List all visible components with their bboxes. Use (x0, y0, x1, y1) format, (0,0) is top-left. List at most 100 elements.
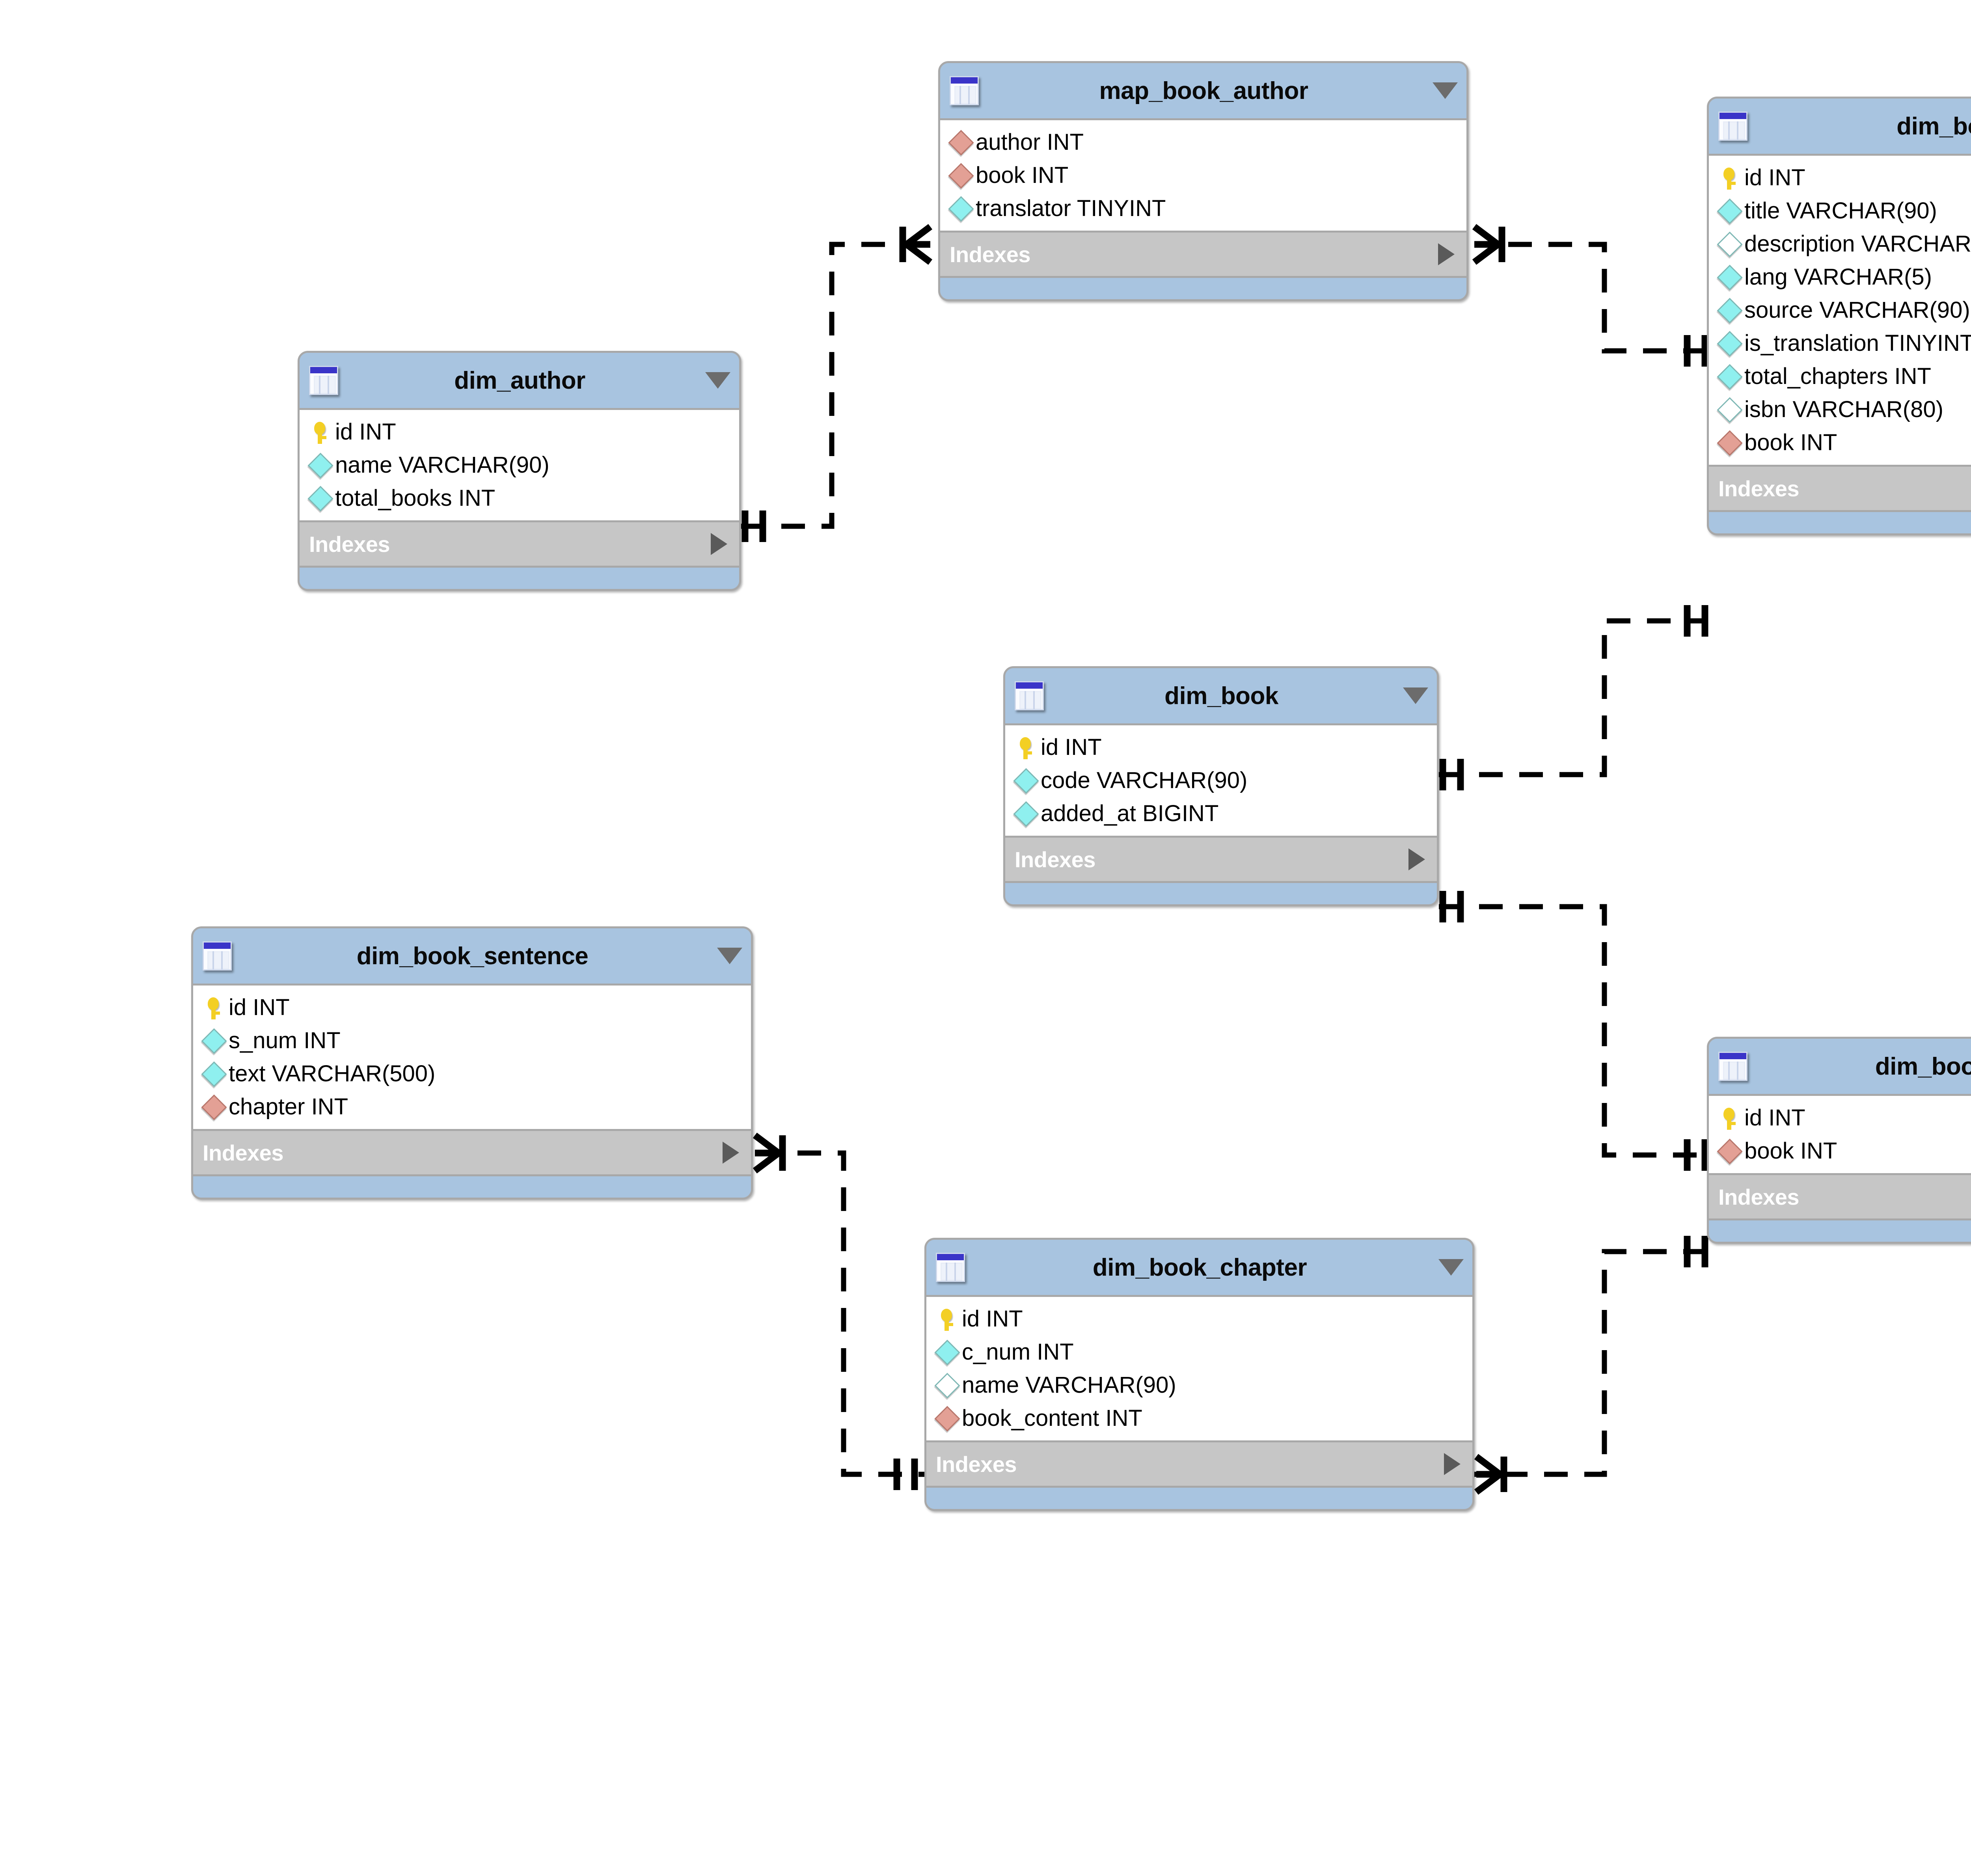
column-row[interactable]: total_books INT (300, 482, 739, 515)
column-label: name VARCHAR(90) (335, 452, 550, 478)
column-row[interactable]: author INT (940, 126, 1466, 159)
column-label: total_books INT (335, 485, 496, 511)
column-row[interactable]: source VARCHAR(90) (1709, 294, 1971, 327)
column-row[interactable]: description VARCHAR(200) (1709, 227, 1971, 261)
column-row[interactable]: book INT (1709, 1135, 1971, 1168)
indexes-label: Indexes (1015, 847, 1096, 872)
column-row[interactable]: code VARCHAR(90) (1005, 764, 1437, 797)
column-row[interactable]: id INT (1709, 1101, 1971, 1135)
table-header[interactable]: dim_author (300, 353, 739, 408)
primary-key-icon (1718, 166, 1741, 190)
column-row[interactable]: id INT (300, 415, 739, 449)
column-row[interactable]: book INT (1709, 426, 1971, 459)
table-dim-book-chapter[interactable]: dim_book_chapter id INT c_num INT name V… (924, 1238, 1474, 1511)
column-diamond-icon (1717, 298, 1743, 324)
table-dim-book[interactable]: dim_book id INT code VARCHAR(90) added_a… (1003, 666, 1439, 906)
table-header[interactable]: dim_book_sentence (193, 928, 751, 984)
column-row[interactable]: added_at BIGINT (1005, 797, 1437, 830)
column-row[interactable]: id INT (1709, 161, 1971, 194)
column-diamond-icon (1717, 331, 1743, 357)
column-diamond-icon (1013, 768, 1039, 794)
table-dim-book-content[interactable]: dim_book_content id INT book INT Indexes (1707, 1037, 1971, 1244)
cardinality-many-map-book-author-left (899, 224, 933, 265)
table-footer (1709, 512, 1971, 533)
table-map-book-author[interactable]: map_book_author author INT book INT tran… (938, 61, 1468, 301)
column-row[interactable]: is_translation TINYINT (1709, 327, 1971, 360)
indexes-label: Indexes (950, 242, 1031, 267)
cardinality-one-dim-author (741, 510, 766, 542)
table-header[interactable]: dim_book_info (1709, 99, 1971, 154)
table-icon (950, 76, 979, 105)
indexes-section[interactable]: Indexes (193, 1131, 751, 1176)
column-diamond-icon (201, 1061, 227, 1087)
column-label: id INT (1744, 1105, 1805, 1131)
column-label: translator TINYINT (976, 196, 1166, 221)
indexes-section[interactable]: Indexes (300, 522, 739, 568)
column-row[interactable]: id INT (1005, 731, 1437, 764)
column-diamond-icon (1717, 198, 1743, 224)
column-row[interactable]: s_num INT (193, 1024, 751, 1057)
table-header[interactable]: dim_book (1005, 668, 1437, 723)
fk-diamond-icon (1717, 430, 1743, 456)
chevron-down-icon[interactable] (1438, 1259, 1464, 1276)
column-label: book_content INT (962, 1405, 1142, 1431)
table-header[interactable]: dim_book_chapter (926, 1240, 1472, 1295)
cardinality-one-dim-book-info-top (1684, 335, 1708, 367)
indexes-section[interactable]: Indexes (1709, 1175, 1971, 1220)
table-dim-book-sentence[interactable]: dim_book_sentence id INT s_num INT text … (191, 926, 753, 1200)
chevron-down-icon[interactable] (705, 372, 730, 389)
indexes-label: Indexes (1718, 1184, 1800, 1209)
table-icon (203, 941, 232, 971)
column-label: isbn VARCHAR(80) (1744, 397, 1943, 422)
column-row[interactable]: id INT (193, 991, 751, 1024)
column-diamond-icon (307, 486, 333, 512)
chevron-right-icon[interactable] (1408, 848, 1425, 870)
column-label: is_translation TINYINT (1744, 330, 1971, 356)
column-row[interactable]: title VARCHAR(90) (1709, 194, 1971, 227)
primary-key-icon (935, 1307, 959, 1331)
connector-dim-book-dim-book-info (1439, 618, 1707, 777)
column-row[interactable]: book_content INT (926, 1402, 1472, 1435)
column-row[interactable]: total_chapters INT (1709, 360, 1971, 393)
column-label: s_num INT (229, 1028, 341, 1053)
column-label: text VARCHAR(500) (229, 1061, 436, 1086)
column-diamond-icon (1013, 801, 1039, 827)
column-row[interactable]: id INT (926, 1302, 1472, 1336)
column-row[interactable]: chapter INT (193, 1090, 751, 1123)
chevron-down-icon[interactable] (717, 948, 742, 964)
connector-dim-book-chapter-dim-book-sentence (753, 1150, 942, 1477)
column-label: chapter INT (229, 1094, 348, 1120)
column-row[interactable]: c_num INT (926, 1336, 1472, 1369)
chevron-right-icon[interactable] (723, 1142, 739, 1164)
column-diamond-icon (934, 1339, 960, 1366)
column-row[interactable]: name VARCHAR(90) (300, 449, 739, 482)
column-row[interactable]: name VARCHAR(90) (926, 1369, 1472, 1402)
table-dim-book-info[interactable]: dim_book_info id INT title VARCHAR(90) d… (1707, 97, 1971, 535)
indexes-section[interactable]: Indexes (940, 233, 1466, 278)
column-diamond-icon (1717, 265, 1743, 291)
indexes-section[interactable]: Indexes (1709, 467, 1971, 512)
indexes-section[interactable]: Indexes (1005, 838, 1437, 883)
column-row[interactable]: isbn VARCHAR(80) (1709, 393, 1971, 426)
table-header[interactable]: map_book_author (940, 63, 1466, 118)
chevron-down-icon[interactable] (1403, 687, 1428, 704)
column-row[interactable]: text VARCHAR(500) (193, 1057, 751, 1090)
table-footer (1005, 883, 1437, 904)
column-label: c_num INT (962, 1339, 1074, 1365)
column-label: source VARCHAR(90) (1744, 297, 1970, 323)
column-row[interactable]: book INT (940, 159, 1466, 192)
table-footer (940, 278, 1466, 299)
column-row[interactable]: lang VARCHAR(5) (1709, 261, 1971, 294)
chevron-right-icon[interactable] (1444, 1453, 1461, 1475)
chevron-right-icon[interactable] (1438, 243, 1455, 265)
chevron-down-icon[interactable] (1433, 82, 1458, 99)
connector-dim-book-content-dim-book-chapter (1474, 1249, 1707, 1477)
fk-diamond-icon (934, 1406, 960, 1432)
table-dim-author[interactable]: dim_author id INT name VARCHAR(90) total… (298, 351, 741, 591)
indexes-label: Indexes (1718, 476, 1800, 501)
indexes-section[interactable]: Indexes (926, 1442, 1472, 1488)
chevron-right-icon[interactable] (711, 533, 727, 555)
table-name: map_book_author (1099, 77, 1308, 104)
table-header[interactable]: dim_book_content (1709, 1039, 1971, 1094)
column-row[interactable]: translator TINYINT (940, 192, 1466, 225)
